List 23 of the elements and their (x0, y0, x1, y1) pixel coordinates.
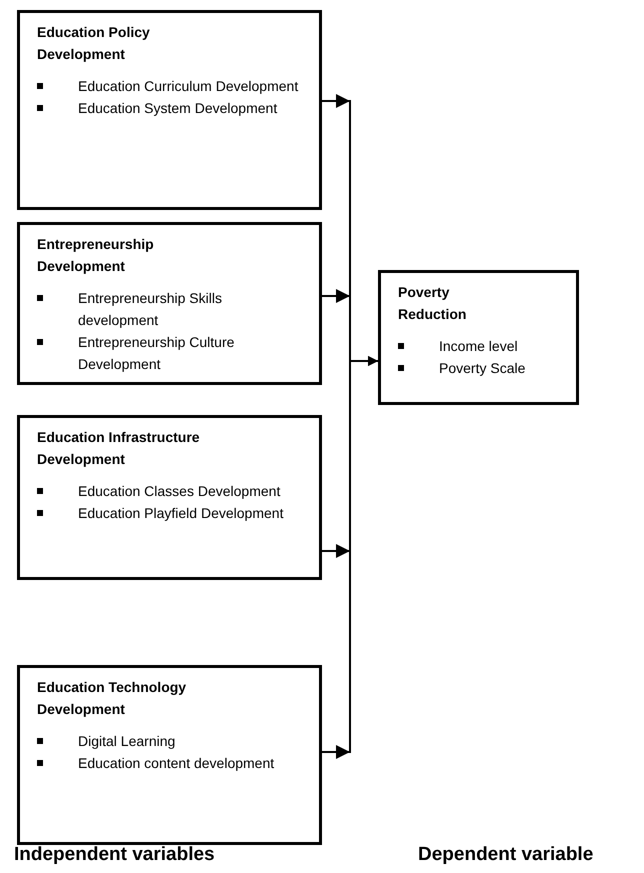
bullet-text: Poverty Scale (439, 359, 526, 378)
variable-box (17, 222, 322, 385)
bullet-text: Education System Development (78, 99, 278, 118)
axis-caption: Independent variables (14, 843, 215, 867)
bullet-text: Digital Learning (78, 732, 176, 751)
bullet-text: Entrepreneurship Skills development (78, 289, 223, 330)
variable-box (17, 665, 322, 845)
bullet-text: Education Curriculum Development (78, 77, 298, 96)
axis-caption: Dependent variable (418, 843, 594, 867)
box-heading: Education Infrastructure Development (37, 428, 201, 469)
bullet-text: Entrepreneurship Culture Development (78, 333, 236, 374)
variable-box (17, 10, 322, 210)
bullet-text: Education Classes Development (78, 482, 280, 501)
bullet-text: Education content development (78, 754, 274, 773)
connector-arrow (322, 356, 378, 759)
box-heading: Entrepreneurship Development (37, 235, 155, 276)
box-heading: Poverty Reduction (398, 283, 468, 324)
box-heading: Education Policy Development (37, 23, 151, 64)
variable-box (17, 415, 322, 580)
variable-box (378, 270, 579, 405)
box-heading: Education Technology Development (37, 678, 188, 719)
bullet-text: Income level (439, 337, 518, 356)
bullet-text: Education Playfield Development (78, 504, 284, 523)
